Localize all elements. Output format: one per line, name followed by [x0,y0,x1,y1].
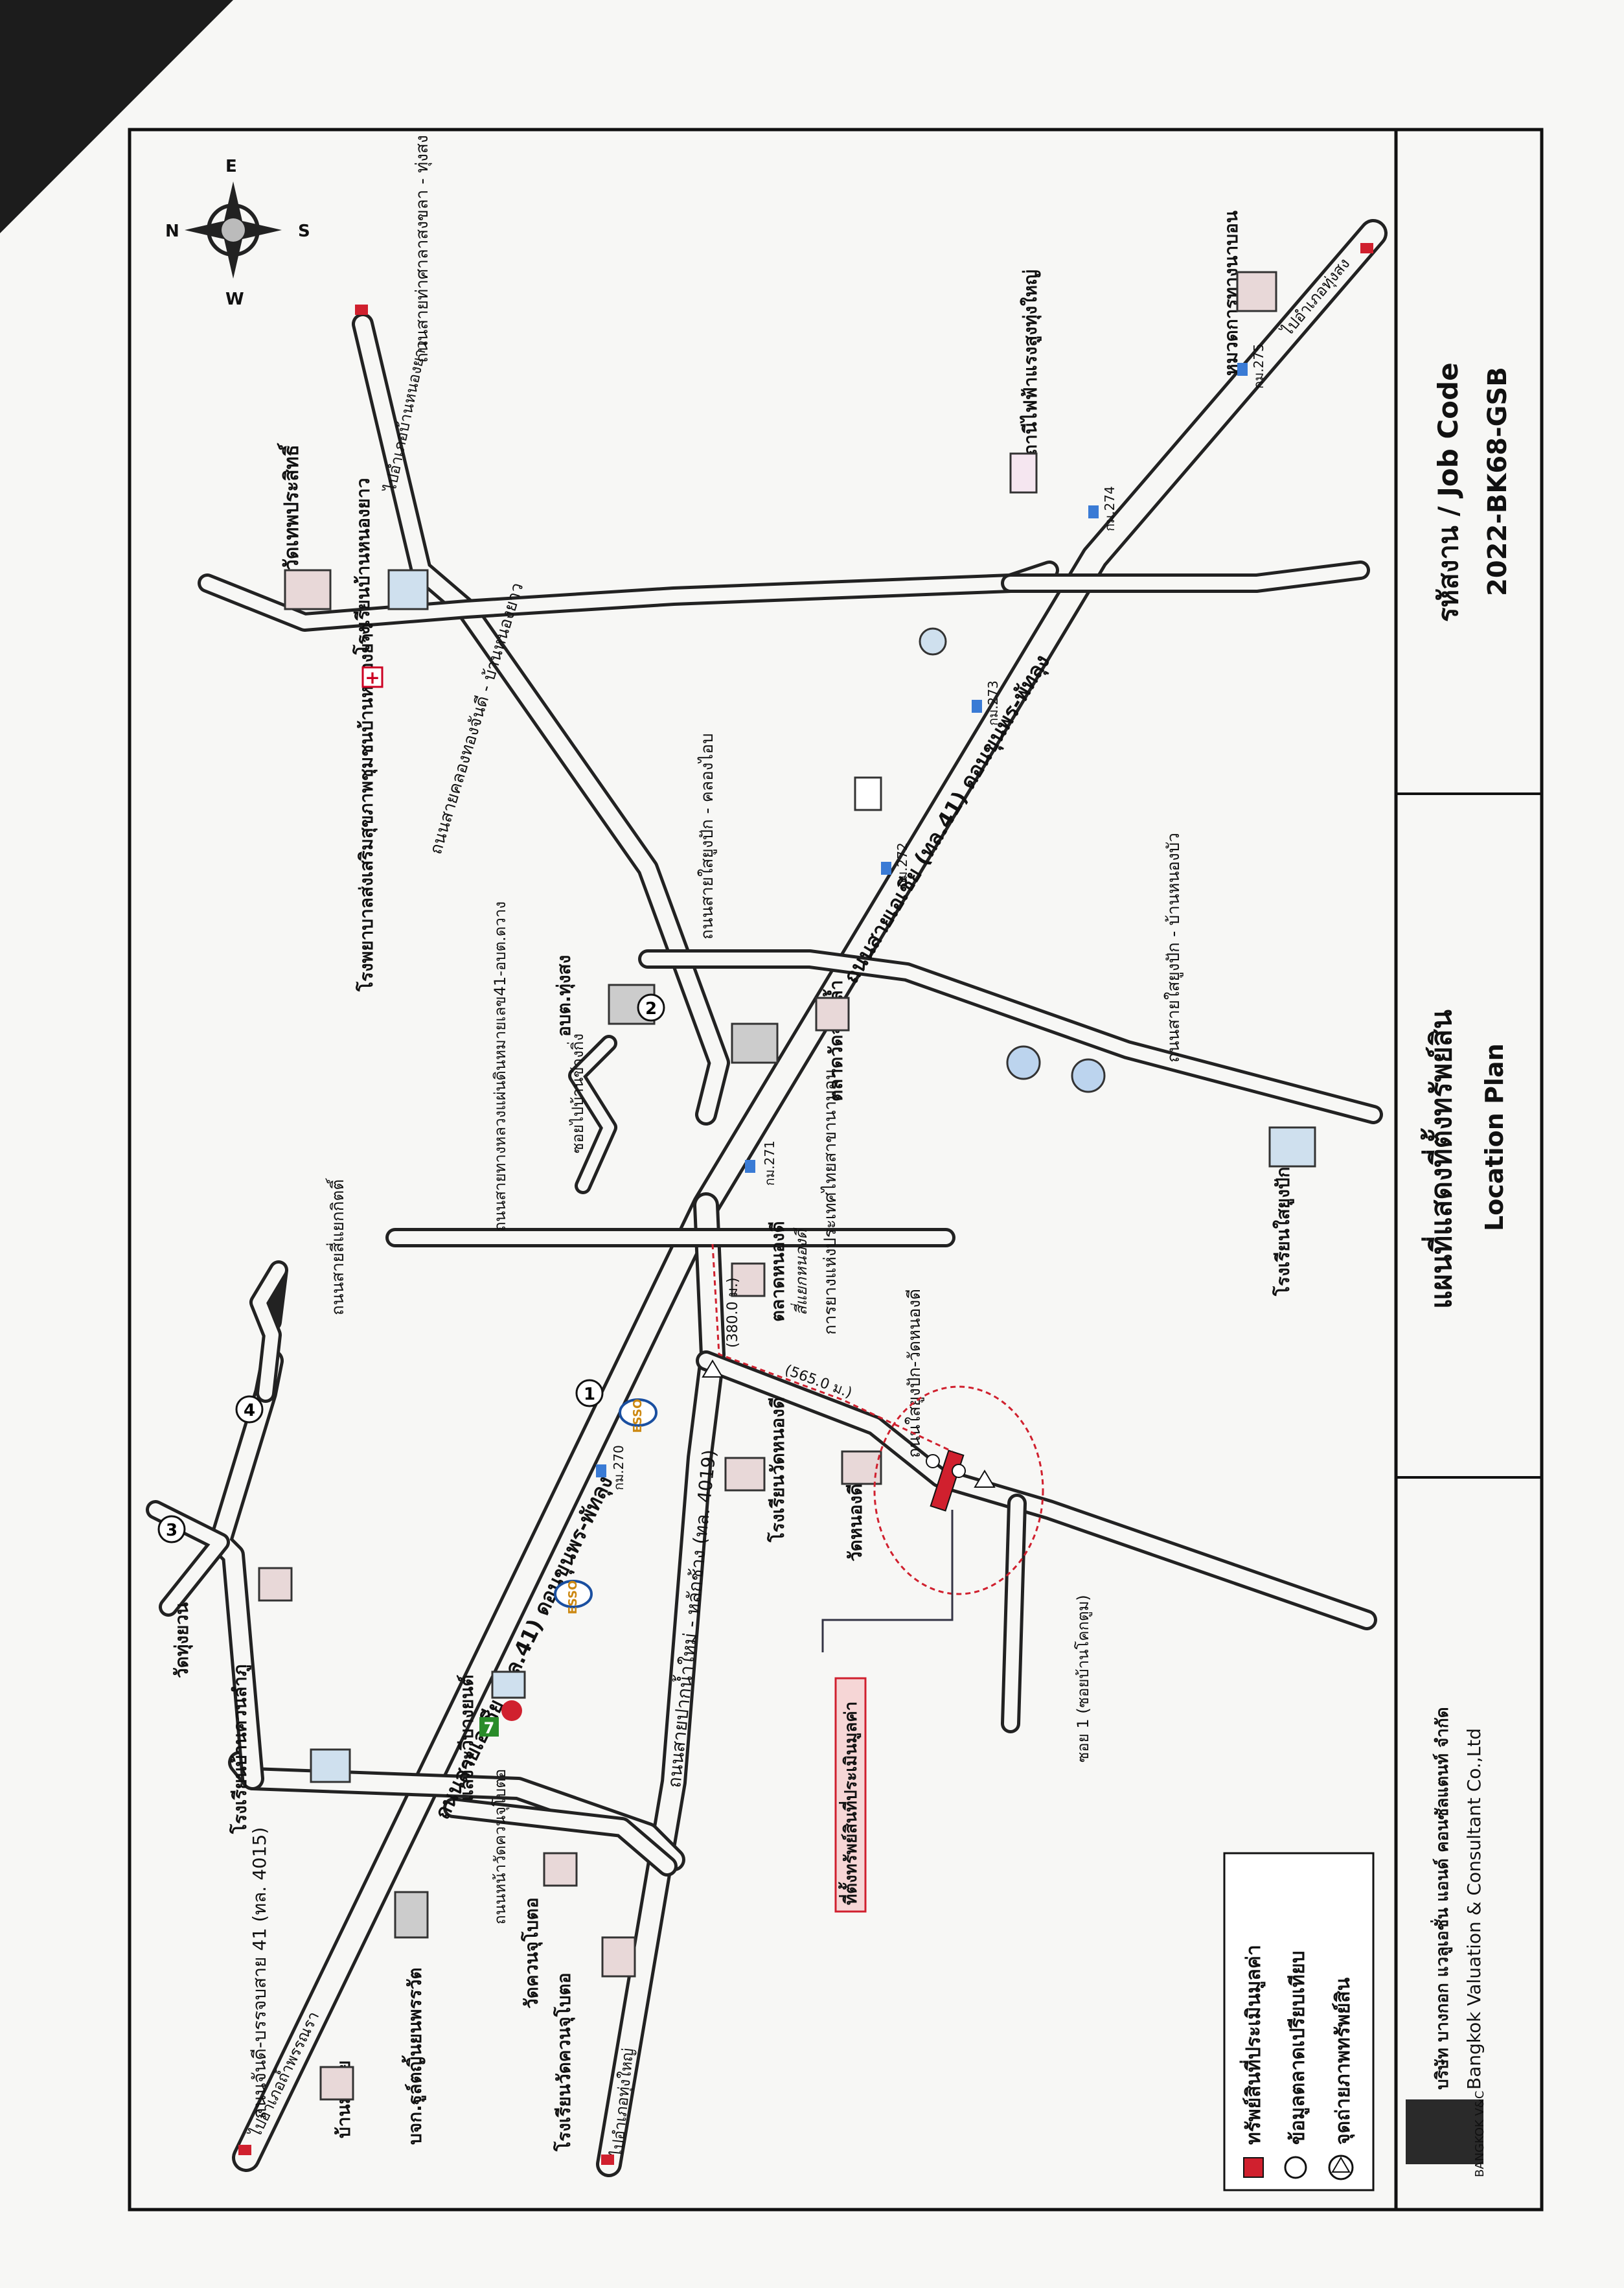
title-en: Location Plan [1480,1043,1509,1231]
svg-text:กม.270: กม.270 [611,1445,626,1490]
svg-text:กม.271: กม.271 [762,1140,777,1186]
office-icon [394,1891,429,1939]
temple-icon [284,569,332,610]
svg-text:ESSO: ESSO [566,1580,580,1615]
place-clinic: บจก.ฐูล์ตญิ้นยนพรรวัต [401,1967,426,2145]
building-icon [1071,1058,1106,1093]
road-network [146,219,1388,2177]
school-icon [724,1457,766,1492]
office-icon [1236,271,1277,312]
svg-text:+: + [365,667,380,688]
market-icon [731,1023,779,1064]
road-label-4015: ถนนจันดี-บรรจบสาย 41 (ทล. 4015) [249,1827,270,2119]
road-label-saiyupak-ban: ถนนสายใสยูงปัก - บ้านหนองบัว [1164,833,1184,1063]
place-abt: อบต.ทุ่งสง [553,955,575,1037]
svg-text:2: 2 [645,999,657,1019]
place-school-watkuanjo: โรงเรียนวัดควนจุโบตอ [553,1972,575,2152]
scan-corner-shadow [0,0,233,233]
temple-icon [731,1262,766,1297]
school-icon [387,569,429,610]
place-school-nongyao: โรงเรียนบ้านหนองยาว [352,478,374,655]
place-sub-nongdi: สี่แยกหนองดี [790,1227,810,1315]
svg-text:ESSO: ESSO [631,1399,645,1433]
svg-text:4: 4 [244,1401,255,1420]
legend: ทรัพย์สินที่ประเมินมูลค่า ข้อมูลตลาดเปรี… [1223,1852,1375,2191]
subject-property: ที่ตั้งทรัพย์สินที่ประเมินมูลค่า (380.0 … [702,1243,1044,1913]
road-label-soi-kharaj: ซอยไปบ้านข้างกิ่ง [567,1034,587,1153]
compass-w: W [225,290,244,309]
svg-text:7: 7 [484,1719,495,1737]
company-name-th: บริษัท บางกอก แวลูเอชั่น แอนด์ คอนซัลแตน… [1430,1707,1453,2090]
svg-text:3: 3 [166,1521,177,1540]
svg-text:กม.272: กม.272 [895,842,910,888]
company-block: BANGKOK V&C บริษัท บางกอก แวลูเอชั่น แอน… [1406,1707,1487,2177]
numbered-markers: 1 2 3 4 [157,993,665,1543]
temple-icon [258,1567,293,1602]
logo-text: BANGKOK V&C [1473,2090,1487,2177]
svg-text:กม.275: กม.275 [1251,343,1266,389]
place-market-nongdi: ตลาดหนองดี [767,1221,788,1322]
title-th: แผนที่แสดงที่ตั้งทรัพย์สิน [1420,1010,1458,1309]
building-icon [1006,1045,1041,1080]
compass-s: S [298,222,310,241]
legend-comparable: ข้อมูลตลาดเปรียบเทียบ [1287,1950,1310,2145]
road-label-chaweng: ถนนสายทางหลวงแผ่นดินหมายเลข41-อบต.ดวาง [491,901,509,1231]
subject-label: ที่ตั้งทรัพย์สินที่ประเมินมูลค่า [838,1702,862,1905]
road-label-soi1: ซอย 1 (ซอยบ้านโคกตูม) [1074,1595,1093,1762]
shop-icon [491,1670,526,1699]
map-frame [128,128,1544,2212]
legend-subject: ทรัพย์สินที่ประเมินมูลค่า [1239,1945,1266,2145]
place-school-bankuan: โรงเรียนบ้านควนลำภู [229,1665,251,1834]
legend-photo: จุดถ่ายภาพทรัพย์สิน [1332,1977,1355,2145]
school-icon [1268,1126,1316,1168]
road-label-main2: ถนนสายเอเชีย (ทล.41) ดอนขุนพร-พัทลุง [838,651,1055,989]
to-thungsong: ไปอำเภอทุ่งสง [1277,255,1354,341]
house-icon [319,2066,354,2101]
compass-e: E [225,157,237,176]
road-label-watkuanjo: ถนนหน้าวัดควนจุโบตอ [491,1769,510,1924]
bank-icon [854,776,882,811]
temple-icon [815,997,850,1032]
place-school-watnongdi: โรงเรียนวัดหนองดี [766,1397,788,1543]
place-wat-kuanjo: วัดควนจุโบตอ [520,1897,543,2009]
svg-text:กม.274: กม.274 [1102,486,1117,531]
job-code-label: รหัสงาน / Job Code [1432,362,1464,622]
school-icon [310,1748,351,1783]
distance-1: (380.0 ม.) [725,1277,741,1348]
title-block: แผนที่แสดงที่ตั้งทรัพย์สิน Location Plan… [1420,362,1513,1309]
compass-rose-icon: N E S W [165,157,310,309]
building-icon [919,627,947,656]
place-school-saiyupak: โรงเรียนใสยูงปัก [1272,1167,1294,1297]
tower-icon [1009,452,1038,494]
road-label-saiyupak-wat: ถนนใสยูงปัก-วัดหนองดี [905,1289,924,1458]
road-label-saiyupak-ko: ถนนสายใสยูงปัก - คลองไอบ [697,734,717,940]
place-wat-nongdi: วัดหนองดี [845,1484,866,1562]
job-code: 2022-BK68-GSB [1483,367,1513,596]
svg-text:กม.273: กม.273 [985,680,1001,726]
place-pea: การยางแห่งประเทศไทยสาขานาบอน [820,1069,840,1335]
place-sangrawi: แสงระวีบางยนต์ [456,1674,477,1801]
place-substation: สถานีไฟฟ้าแรงสูงทุ่งใหญ่ [1020,270,1042,467]
temple-icon [841,1450,882,1485]
company-logo-icon [1406,2099,1483,2164]
svg-text:1: 1 [584,1385,595,1404]
school-icon [601,1936,636,1978]
temple-icon [543,1852,578,1887]
km-posts: กม.270 กม.271 กม.272 กม.273 กม.274 กม.27… [596,343,1266,1490]
company-name-en: Bangkok Valuation & Consultant Co.,Ltd [1463,1728,1485,2090]
compass-n: N [165,222,179,241]
fuel-stations: ESSO ESSO 7 [479,1398,658,1737]
place-wat-thep: วัดเทพประสิทธิ์ [277,442,303,570]
road-label-thungsong: ถนนสายท่าศาลาสงขลา - ทุ่งสง [413,135,432,363]
place-wat-thungyuan: วัดทุ่งยวน [171,1602,193,1678]
road-label-siyaek: ถนนสายสี่แยกกิตติ์ [325,1177,348,1315]
